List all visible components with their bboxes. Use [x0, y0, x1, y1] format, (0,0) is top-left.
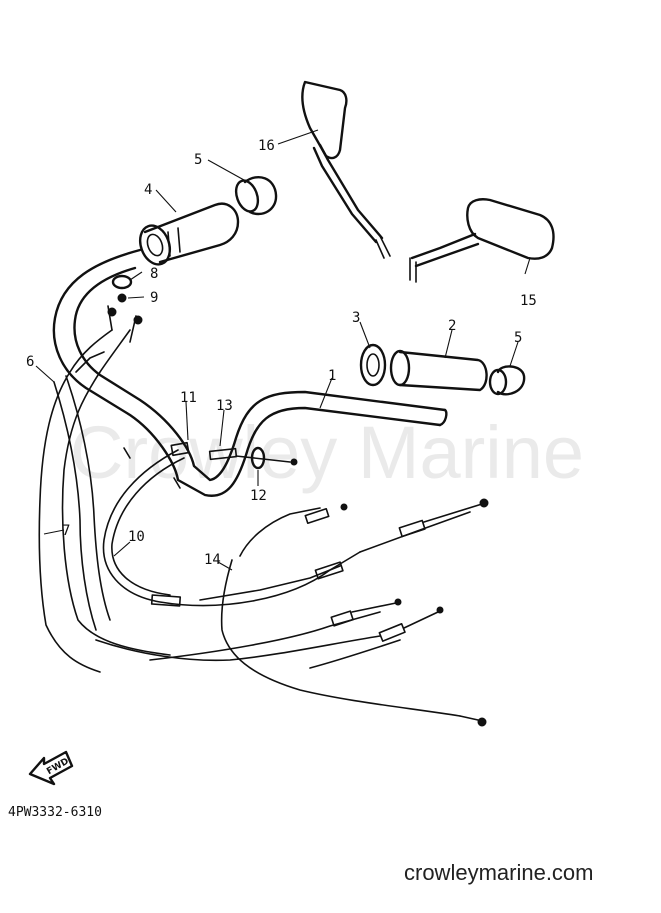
callout-labels: 5 4 8 9 16 15 3 2 5 1 6 7 10 14 11 13 12	[26, 138, 537, 568]
watermark: Crowley Marine	[70, 411, 584, 494]
handlebar	[52, 248, 448, 497]
callout-13: 13	[216, 398, 233, 414]
callout-4: 4	[144, 182, 152, 198]
footer-site: crowleymarine.com	[404, 860, 594, 885]
callout-12: 12	[250, 488, 267, 504]
callout-16: 16	[258, 138, 275, 154]
mirror-left	[409, 198, 555, 283]
callout-7: 7	[62, 523, 70, 539]
diagram-code: 4PW3332-6310	[8, 805, 102, 820]
mirror-right	[301, 80, 391, 259]
callout-5-left: 5	[514, 330, 522, 346]
small-parts	[111, 274, 133, 303]
fwd-arrow: FWD	[28, 750, 74, 786]
right-grip-assembly	[138, 176, 278, 266]
callout-11: 11	[180, 390, 197, 406]
callout-9: 9	[150, 290, 158, 306]
callout-3: 3	[352, 310, 360, 326]
callout-14: 14	[204, 552, 221, 568]
callout-10: 10	[128, 529, 145, 545]
leader-lines	[35, 129, 531, 571]
cable-ends	[107, 305, 489, 727]
callout-6: 6	[26, 354, 34, 370]
callout-8: 8	[150, 266, 158, 282]
left-grip-assembly	[359, 343, 526, 396]
callout-5-right: 5	[194, 152, 202, 168]
callout-1: 1	[328, 368, 336, 384]
callout-15: 15	[520, 293, 537, 309]
callout-2: 2	[448, 318, 456, 334]
cable-routing	[38, 329, 471, 717]
